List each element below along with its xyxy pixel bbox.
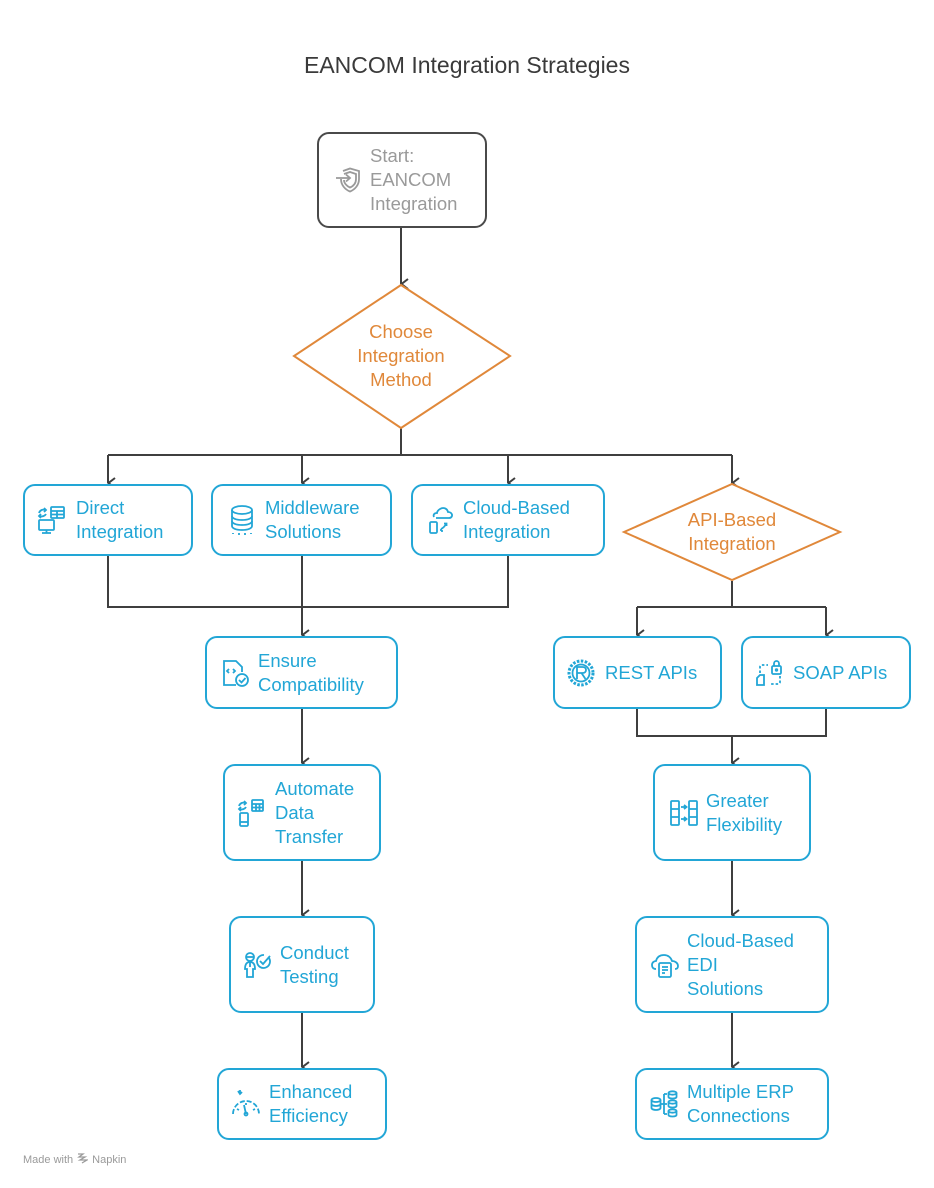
speedometer-icon (229, 1088, 263, 1120)
multiple-erp-label: Multiple ERP Connections (687, 1081, 794, 1126)
phone-sync-table-icon (235, 797, 269, 829)
decision-diamond-api-based (621, 482, 843, 582)
soap-apis-node[interactable]: SOAP APIs (741, 636, 911, 709)
enhanced-efficiency-node[interactable]: Enhanced Efficiency (217, 1068, 387, 1140)
cloud-based-edi-node[interactable]: Cloud-Based EDI Solutions (635, 916, 829, 1013)
connector-choose-split (108, 428, 732, 456)
soap-apis-label: SOAP APIs (793, 661, 888, 683)
cloud-based-integration-node[interactable]: Cloud-Based Integration (411, 484, 605, 556)
monitor-sync-table-icon (35, 504, 69, 536)
connector-merge-right (636, 709, 827, 763)
shield-enter-icon (331, 166, 365, 194)
person-check-icon (241, 949, 275, 981)
enhanced-efficiency-label: Enhanced Efficiency (269, 1081, 353, 1126)
middleware-solutions-label: Middleware Solutions (265, 497, 360, 542)
conduct-testing-node[interactable]: Conduct Testing (229, 916, 375, 1013)
cloud-based-integration-label: Cloud-Based Integration (463, 497, 570, 542)
direct-integration-node[interactable]: Direct Integration (23, 484, 193, 556)
footer-prefix: Made with (23, 1154, 74, 1166)
made-with-napkin[interactable]: Made with Napkin (23, 1153, 126, 1167)
columns-transfer-icon (667, 797, 701, 829)
code-file-check-icon (218, 657, 252, 689)
decision-diamond-choose-method (292, 283, 512, 430)
start-node[interactable]: Start: EANCOM Integration (317, 132, 487, 228)
conduct-testing-label: Conduct Testing (280, 941, 349, 987)
rest-apis-label: REST APIs (605, 661, 698, 683)
choose-method-label: Choose Integration Method (357, 321, 445, 390)
automate-data-transfer-label: Automate Data Transfer (275, 777, 355, 847)
direct-integration-label: Direct Integration (76, 497, 164, 542)
cloud-device-sync-icon (426, 504, 456, 536)
cloud-document-icon (648, 949, 682, 981)
automate-data-transfer-node[interactable]: Automate Data Transfer (223, 764, 381, 861)
lock-transfer-icon (753, 657, 787, 689)
rest-apis-node[interactable]: REST APIs (553, 636, 722, 709)
diagram-title: EANCOM Integration Strategies (304, 52, 630, 78)
ensure-compatibility-node[interactable]: Ensure Compatibility (205, 636, 398, 709)
napkin-logo-icon (77, 1153, 90, 1167)
connector-merge-left (107, 556, 509, 635)
database-icon (227, 504, 257, 536)
connector-api-split (637, 581, 826, 608)
multiple-erp-node[interactable]: Multiple ERP Connections (635, 1068, 829, 1140)
start-node-label: Start: EANCOM Integration (370, 145, 458, 214)
cloud-based-edi-label: Cloud-Based EDI Solutions (687, 929, 794, 999)
database-network-icon (648, 1088, 682, 1120)
ensure-compatibility-label: Ensure Compatibility (258, 649, 364, 695)
footer-brand: Napkin (92, 1154, 127, 1166)
rust-gear-icon (565, 658, 597, 688)
api-based-label: API-Based Integration (687, 509, 777, 554)
greater-flexibility-label: Greater Flexibility (706, 789, 783, 835)
greater-flexibility-node[interactable]: Greater Flexibility (653, 764, 811, 861)
middleware-solutions-node[interactable]: Middleware Solutions (211, 484, 392, 556)
